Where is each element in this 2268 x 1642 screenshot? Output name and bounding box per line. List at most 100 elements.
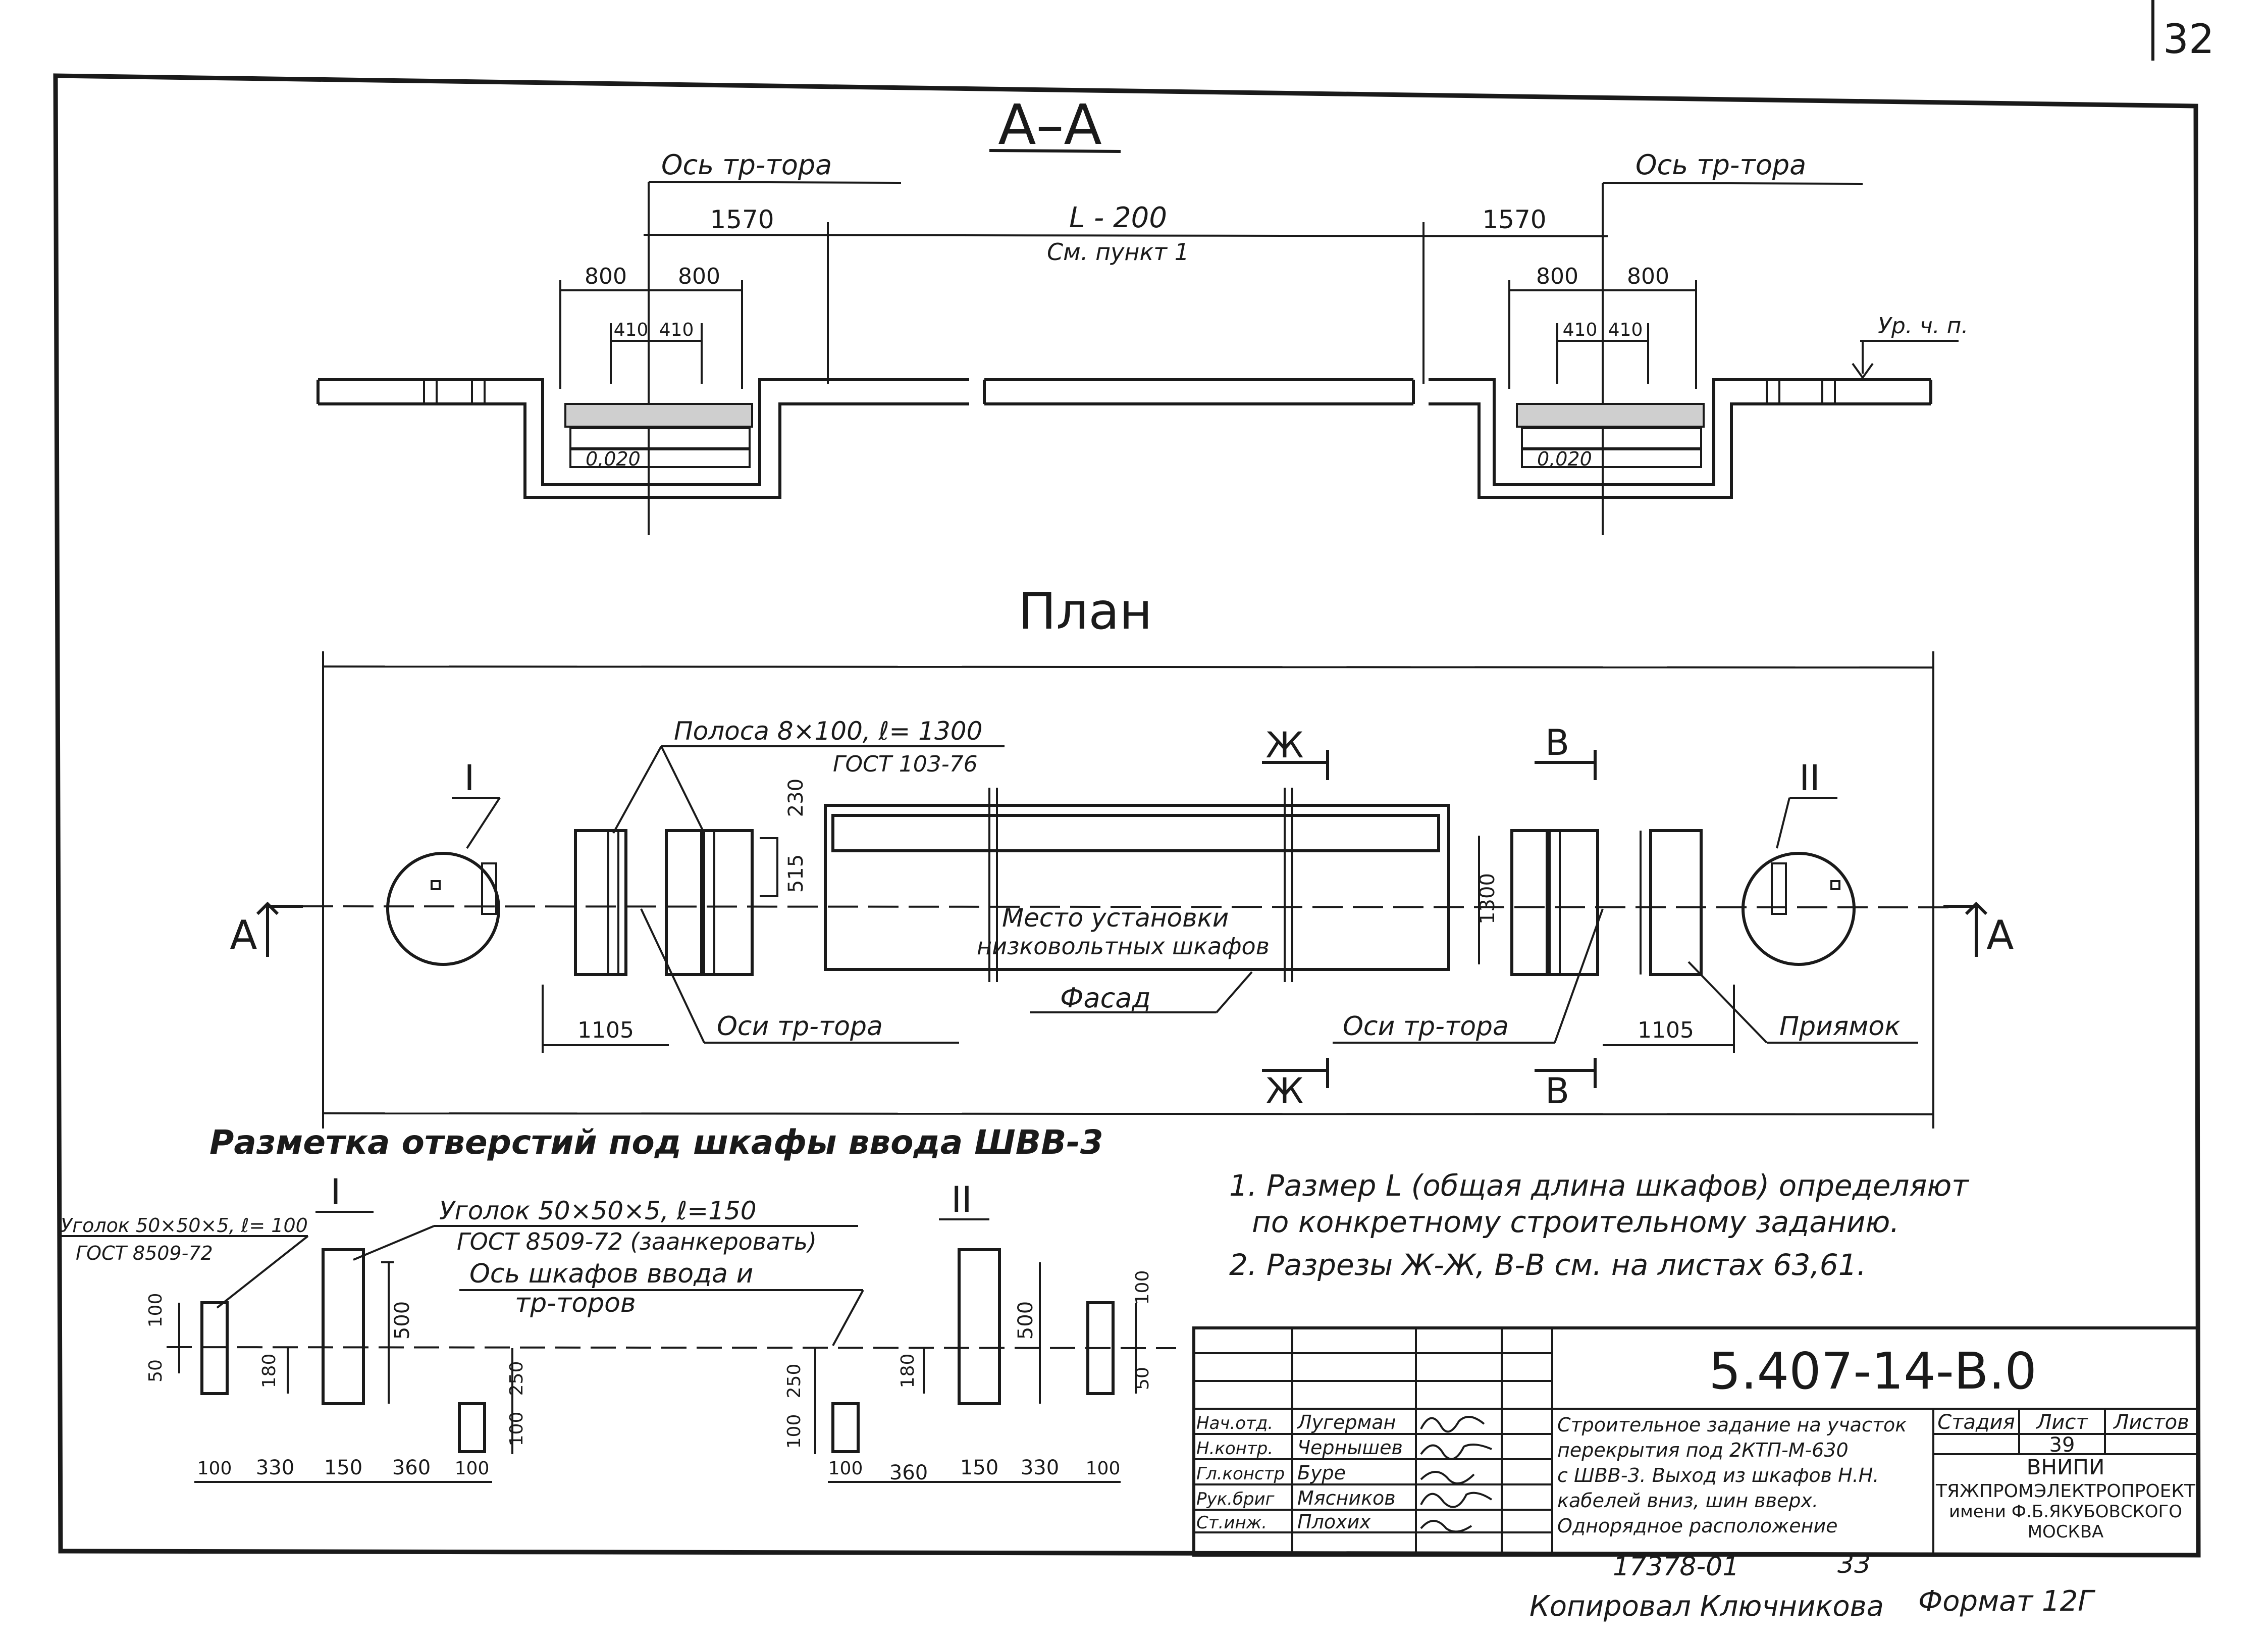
plan-roman-2: II [1799, 757, 1820, 799]
name-4: Мясников [1297, 1487, 1396, 1509]
axis-label-left: Ось тр-тора [661, 149, 832, 181]
axes-label-right: Оси тр-тора [1343, 1011, 1509, 1042]
role-2: Н.контр. [1196, 1439, 1273, 1459]
cut-v-bottom: В [1545, 1070, 1569, 1112]
dim-left-100: 100 [145, 1293, 166, 1328]
role-1: Нач.отд. [1196, 1413, 1273, 1433]
dim-left-250: 250 [506, 1361, 527, 1396]
signature-4 [1420, 1492, 1493, 1508]
dim-right-50: 50 [1132, 1367, 1153, 1390]
dim-right-250: 250 [784, 1364, 805, 1399]
facade-label: Фасад [1060, 982, 1151, 1014]
dim-1105-left: 1105 [577, 1017, 634, 1043]
name-3: Буре [1297, 1462, 1346, 1484]
desc-line4: кабелей вниз, шин вверх. [1557, 1490, 1818, 1512]
org-line3: имени Ф.Б.ЯКУБОВСКОГО [1949, 1502, 2182, 1522]
dim-1570-left: 1570 [710, 205, 774, 234]
marking-roman-2: II [951, 1179, 972, 1220]
dim-410-2: 410 [659, 320, 694, 340]
dim-800-3: 800 [1536, 264, 1578, 289]
doc-code: 5.407-14-В.0 [1709, 1342, 2037, 1401]
axis-label-line2: тр-торов [515, 1288, 636, 1318]
org-line4: МОСКВА [2028, 1522, 2104, 1542]
dim-left-500: 500 [391, 1301, 414, 1340]
angle-small-label: Уголок 50×50×5, ℓ= 100 [61, 1214, 308, 1237]
angle-large-label: Уголок 50×50×5, ℓ=150 [439, 1196, 757, 1225]
name-2: Чернышев [1297, 1436, 1403, 1459]
col-sheet: Лист [2035, 1411, 2088, 1434]
archive-number: 17378-01 [1613, 1552, 1739, 1582]
name-5: Плохих [1297, 1511, 1371, 1533]
cut-zh-top: Ж [1265, 725, 1303, 766]
strip-gost: ГОСТ 103-76 [833, 751, 978, 777]
dim-230: 230 [784, 779, 808, 817]
notes: 1. Размер L (общая длина шкафов) определ… [1229, 1168, 1970, 1282]
org-line2: ТЯЖПРОМЭЛЕКТРОПРОЕКТ [1935, 1481, 2196, 1502]
marking-roman-1: I [331, 1171, 341, 1213]
col-stage: Стадия [1937, 1411, 2015, 1434]
slope-left: 0,020 [586, 448, 641, 470]
dim-L-200: L - 200 [1069, 201, 1167, 234]
sheet-value: 39 [2049, 1433, 2075, 1457]
install-place-line2: низковольтных шкафов [977, 933, 1270, 960]
marking-title: Разметка отверстий под шкафы ввода ШВВ-3 [209, 1123, 1103, 1162]
see-item-1: См. пункт 1 [1047, 238, 1189, 266]
dim-left-100b: 100 [506, 1412, 527, 1447]
bottom-left-100a: 100 [197, 1458, 232, 1479]
page-number: 33 [1837, 1549, 1871, 1579]
dim-left-180: 180 [259, 1354, 280, 1389]
role-4: Рук.бриг [1196, 1489, 1275, 1509]
bottom-left-100b: 100 [455, 1458, 490, 1479]
dim-800-2: 800 [678, 264, 720, 289]
dim-1570-right: 1570 [1482, 205, 1546, 234]
role-3: Гл.констр [1196, 1464, 1285, 1484]
ground-level-label: Ур. ч. п. [1878, 313, 1968, 339]
axis-label-right: Ось тр-тора [1636, 149, 1806, 181]
section-a-left: А [230, 912, 257, 959]
section-aa: А–А Ось тр-тора Ось тр-тора 1570 1570 L … [317, 92, 1968, 535]
marking-section: Разметка отверстий под шкафы ввода ШВВ-3… [61, 1123, 1177, 1484]
dim-1105-right: 1105 [1638, 1017, 1694, 1043]
dim-right-100b: 100 [1132, 1270, 1153, 1305]
cut-v-top: В [1545, 722, 1569, 763]
dim-1300: 1300 [1476, 873, 1499, 925]
plan-view: План А А I II [230, 582, 2014, 1128]
plan-roman-1: I [464, 757, 475, 799]
signature-1 [1420, 1416, 1485, 1433]
bottom-right-330: 330 [1021, 1456, 1059, 1479]
strip-label: Полоса 8×100, ℓ= 1300 [674, 716, 982, 746]
desc-line1: Строительное задание на участок [1557, 1414, 1907, 1436]
dim-410-1: 410 [614, 320, 649, 340]
desc-line5: Однорядное расположение [1557, 1515, 1838, 1537]
bottom-right-100a: 100 [828, 1458, 863, 1479]
section-a-right: А [1986, 912, 2014, 959]
dim-800-1: 800 [585, 264, 627, 289]
angle-small-gost: ГОСТ 8509-72 [76, 1242, 213, 1264]
dim-right-180: 180 [898, 1354, 918, 1389]
note-1-cont: по конкретному строительному заданию. [1252, 1205, 1900, 1239]
col-sheets: Листов [2113, 1411, 2189, 1434]
copied-by: Копировал Ключникова [1529, 1590, 1884, 1623]
dim-410-3: 410 [1563, 320, 1598, 340]
title-block: 5.407-14-В.0 Стадия Лист Листов 39 ВНИПИ… [1192, 1326, 2200, 1557]
note-2: 2. Разрезы Ж-Ж, В-В см. на листах 63,61. [1229, 1248, 1866, 1282]
signature-5 [1420, 1520, 1472, 1533]
bottom-left-330: 330 [256, 1456, 294, 1479]
dim-515: 515 [784, 854, 808, 893]
desc-line3: с ШВВ-3. Выход из шкафов Н.Н. [1557, 1464, 1879, 1486]
slope-right: 0,020 [1537, 448, 1592, 470]
org-line1: ВНИПИ [2027, 1455, 2105, 1479]
axis-label-line1: Ось шкафов ввода и [469, 1259, 753, 1289]
bottom-right-100b: 100 [1086, 1458, 1121, 1479]
install-place-line1: Место установки [1002, 903, 1229, 933]
footer: 17378-01 33 Копировал Ключникова Формат … [1529, 1549, 2095, 1623]
dim-left-50: 50 [145, 1359, 166, 1382]
angle-large-gost: ГОСТ 8509-72 (заанкеровать) [457, 1228, 817, 1255]
name-1: Лугерман [1296, 1411, 1396, 1433]
axes-label-left: Оси тр-тора [717, 1011, 883, 1042]
dim-410-4: 410 [1608, 320, 1643, 340]
note-1: 1. Размер L (общая длина шкафов) определ… [1229, 1168, 1970, 1203]
role-5: Ст.инж. [1196, 1513, 1267, 1533]
sheet-number: 32 [2163, 16, 2214, 63]
